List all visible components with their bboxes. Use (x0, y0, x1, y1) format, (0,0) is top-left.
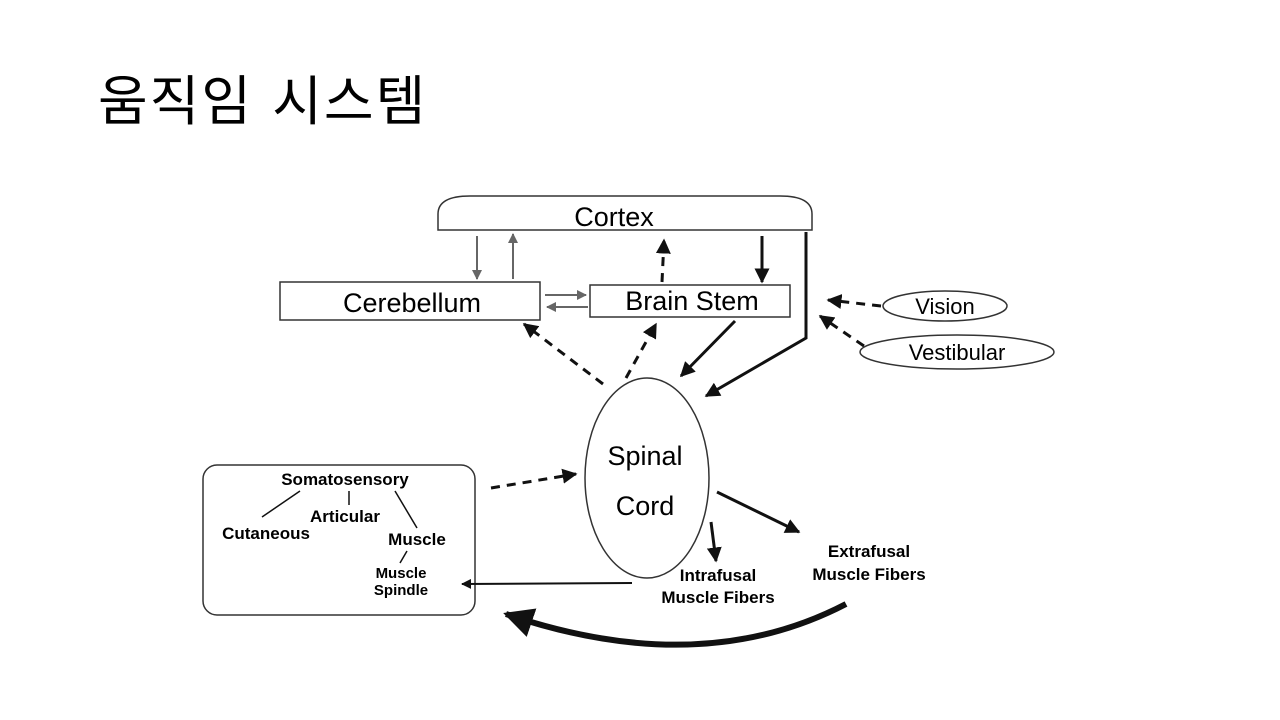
brain-stem-box (589, 284, 791, 318)
spinal-cord-node: Spinal Cord (584, 377, 710, 579)
muscle-label: Muscle (388, 530, 446, 549)
intrafusal-label-1: Intrafusal (680, 566, 757, 585)
slide-title: 움직임 시스템 (98, 70, 428, 133)
arrow-spinal-to-intrafusal (706, 521, 722, 563)
arrow-brainstem-to-spinal-cord (679, 319, 737, 378)
cerebellum-node: Cerebellum (279, 281, 541, 321)
spinal-cord-label-2: Cord (616, 491, 675, 521)
extrafusal-node: Extrafusal Muscle Fibers (812, 542, 925, 584)
arrow-somatosensory-to-spinal-dashed (490, 468, 578, 490)
connector-somato-cutaneous (261, 490, 301, 518)
articular-label: Articular (310, 507, 380, 526)
spinal-cord-label-1: Spinal (607, 441, 682, 471)
intrafusal-node: Intrafusal Muscle Fibers (661, 566, 774, 607)
vision-ellipse (882, 290, 1008, 322)
vestibular-label: Vestibular (909, 340, 1006, 365)
extrafusal-label-1: Extrafusal (828, 542, 910, 561)
brain-stem-label: Brain Stem (625, 286, 759, 316)
arrow-intrafusal-to-spindle (461, 578, 633, 589)
arrow-brainstem-to-cortex-dashed (655, 238, 671, 283)
somatosensory-box (202, 464, 476, 616)
muscle-spindle-label-1: Muscle (376, 565, 427, 582)
arrow-cortex-to-spinal-cord (704, 232, 808, 398)
vestibular-node: Vestibular (859, 334, 1055, 370)
vision-label: Vision (915, 294, 975, 319)
arrow-spinal-to-extrafusal (716, 490, 801, 534)
connector-muscle-spindle (399, 550, 408, 564)
cerebellum-box (279, 281, 541, 321)
vestibular-ellipse (859, 334, 1055, 370)
vision-node: Vision (882, 290, 1008, 322)
cortex-shape (437, 195, 813, 231)
somatosensory-group: Somatosensory Articular Cutaneous Muscle… (202, 464, 476, 616)
brain-stem-node: Brain Stem (589, 284, 791, 318)
arrow-extrafusal-curve (503, 601, 848, 648)
cortex-node: Cortex (437, 195, 813, 232)
arrow-vestibular-dashed (818, 314, 865, 348)
somatosensory-label: Somatosensory (281, 470, 409, 489)
arrow-spinal-to-brainstem-dashed (624, 322, 658, 379)
intrafusal-label-2: Muscle Fibers (661, 588, 774, 607)
extrafusal-label-2: Muscle Fibers (812, 565, 925, 584)
cortex-label: Cortex (574, 202, 654, 232)
cutaneous-label: Cutaneous (222, 524, 310, 543)
arrow-spinal-to-cerebellum-dashed (522, 322, 604, 386)
connector-somato-muscle (394, 490, 418, 529)
muscle-spindle-label-2: Spindle (374, 582, 428, 599)
cerebellum-label: Cerebellum (343, 288, 481, 318)
arrow-vision-dashed (826, 294, 882, 309)
spinal-cord-ellipse (584, 377, 710, 579)
